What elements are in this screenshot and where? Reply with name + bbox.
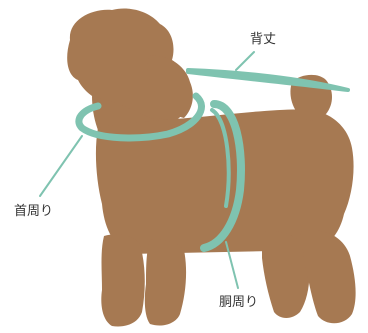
neck-girth-band bbox=[75, 92, 205, 142]
neck-girth-pointer bbox=[39, 135, 83, 197]
chest-girth-band bbox=[200, 100, 245, 252]
back-length-label: 背丈 bbox=[250, 32, 277, 47]
back-length-band bbox=[186, 68, 350, 92]
neck-girth-label: 首周り bbox=[14, 204, 54, 219]
pointer-lines bbox=[39, 51, 255, 289]
dog-silhouette-icon bbox=[67, 8, 356, 327]
chest-girth-pointer bbox=[225, 241, 239, 289]
chest-girth-label: 胴周り bbox=[219, 295, 259, 310]
back-length-pointer bbox=[235, 51, 255, 71]
